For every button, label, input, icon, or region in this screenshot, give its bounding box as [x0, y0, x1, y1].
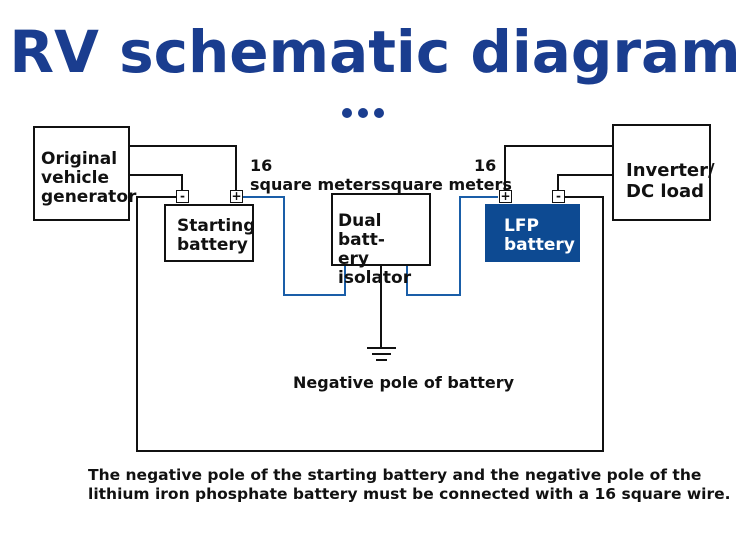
- starting-battery-label-line: Starting: [177, 216, 256, 236]
- footnote: The negative pole of the starting batter…: [88, 466, 731, 504]
- starting-negative-terminal: -: [176, 190, 189, 203]
- lfp-negative-terminal: -: [552, 190, 565, 203]
- starting-positive-to-isolator-wire: [243, 196, 346, 296]
- isolator-label-line: ery isolator: [338, 249, 412, 288]
- dot: [358, 108, 368, 118]
- isolator-label-line: Dual batt-: [338, 211, 385, 250]
- dot: [374, 108, 384, 118]
- dot: [342, 108, 352, 118]
- lfp-positive-terminal: +: [499, 189, 512, 203]
- left-wire-size-label: 16: [250, 156, 273, 175]
- inverter-box: Inverter/ DC load: [612, 124, 715, 221]
- generator-to-starting-positive-wire: [129, 145, 237, 190]
- generator-to-starting-negative-wire: [129, 174, 183, 190]
- lfp-battery-box: LFP battery: [485, 204, 580, 262]
- starting-positive-terminal: +: [230, 189, 243, 203]
- inverter-to-lfp-negative-wire: [557, 174, 612, 190]
- generator-label-line: generator: [41, 187, 137, 207]
- isolator-box: Dual batt- ery isolator: [331, 193, 431, 288]
- left-wire-unit-label: square meters: [250, 175, 381, 194]
- inverter-label-line: Inverter/: [626, 160, 715, 181]
- negative-loop-wire: [136, 190, 604, 452]
- lfp-positive-to-isolator-wire: [406, 196, 498, 296]
- footnote-line: The negative pole of the starting batter…: [88, 466, 702, 484]
- generator-label-line: vehicle: [41, 168, 109, 188]
- right-wire-unit-label: square meters: [381, 175, 512, 194]
- lfp-battery-label-line: battery: [504, 235, 575, 255]
- inverter-label-line: DC load: [626, 181, 704, 202]
- starting-battery-label-line: battery: [177, 235, 248, 255]
- footnote-line: lithium iron phosphate battery must be c…: [88, 485, 731, 503]
- generator-label-line: Original: [41, 149, 118, 169]
- generator-box: Original vehicle generator: [33, 126, 137, 221]
- ground-label: Negative pole of battery: [293, 373, 515, 392]
- starting-battery-box: Starting battery: [164, 204, 256, 262]
- inverter-to-lfp-positive-wire: [504, 145, 612, 190]
- right-wire-size-label: 16: [474, 156, 497, 175]
- page-title: RV schematic diagram: [9, 18, 741, 86]
- lfp-battery-label-line: LFP: [504, 216, 539, 236]
